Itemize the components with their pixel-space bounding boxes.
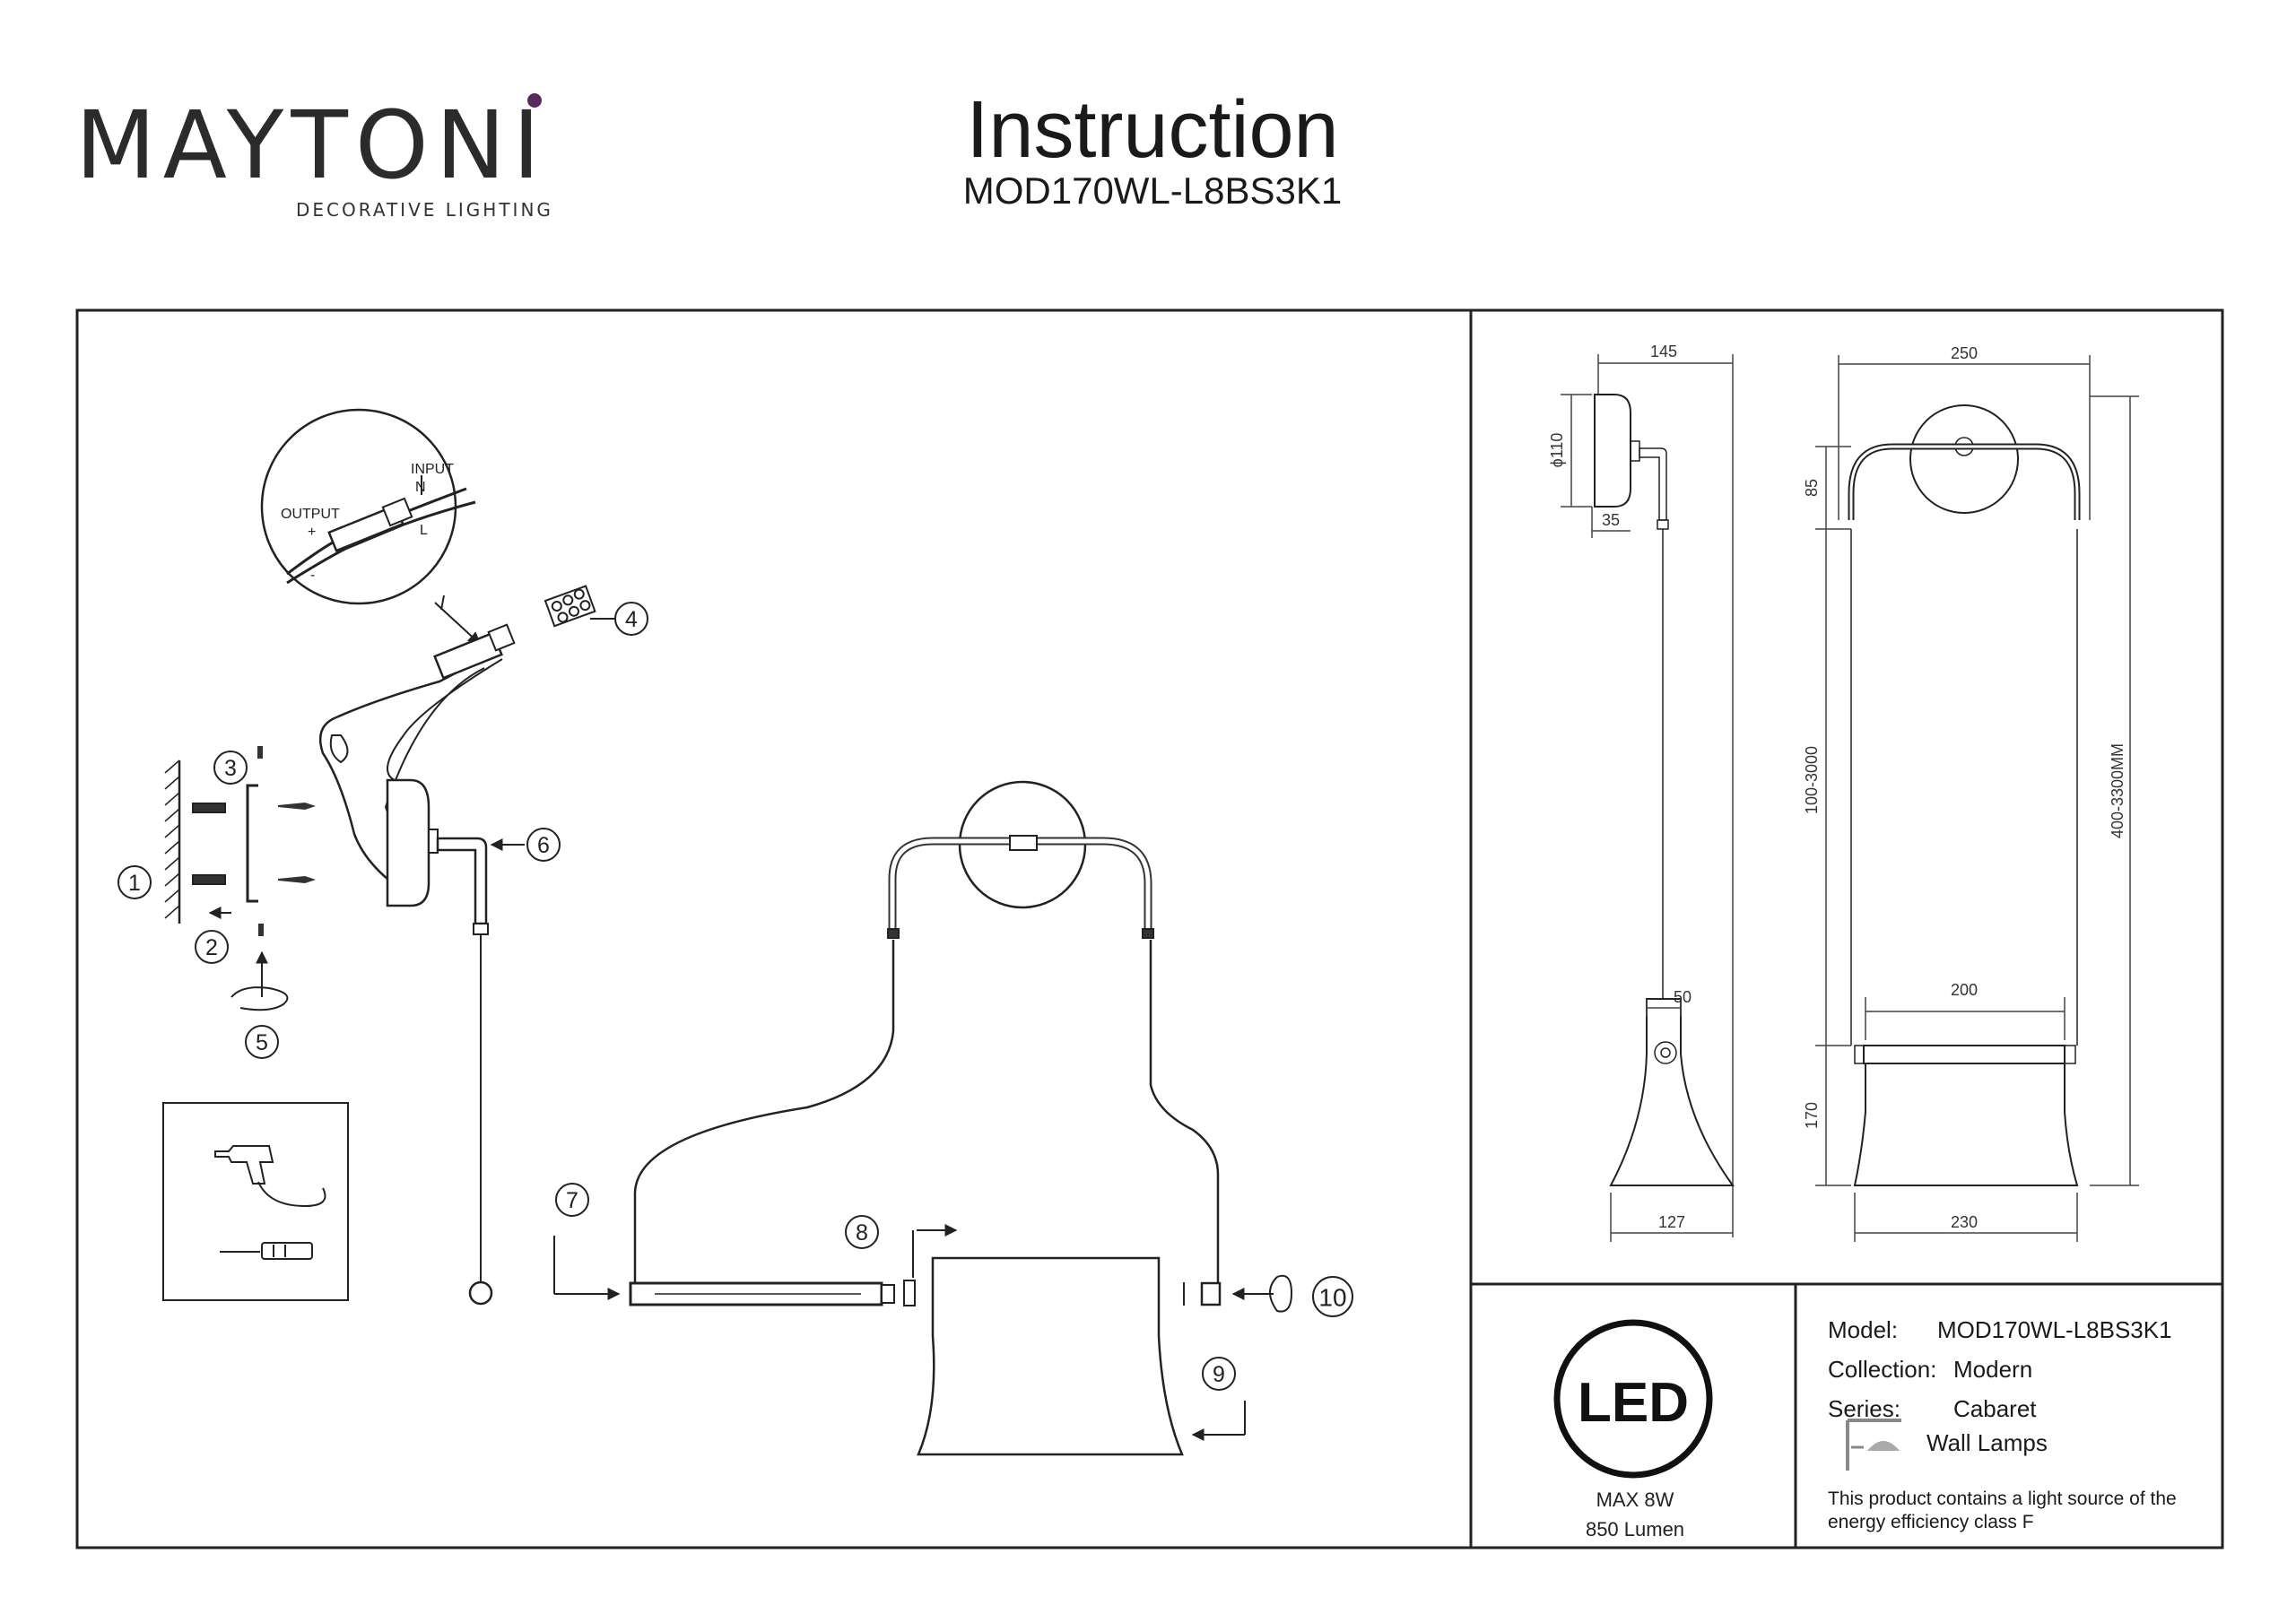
model-value: MOD170WL-L8BS3K1 <box>1937 1316 2172 1343</box>
led-badge-text: LED <box>1578 1372 1689 1434</box>
step-callout-1 <box>117 865 152 899</box>
plus-label: + <box>308 525 316 540</box>
front-view-drawing <box>1815 355 2139 1242</box>
wall-dowel <box>192 803 226 885</box>
step-number: 1 <box>128 871 141 896</box>
brand-tagline: DECORATIVE LIGHTING <box>296 199 553 221</box>
logo-dot <box>527 93 542 108</box>
step-callout-5 <box>245 1025 279 1059</box>
tools-box <box>162 1102 349 1301</box>
dim-shade-width: 230 <box>1951 1213 1978 1231</box>
step-callout-9 <box>1202 1357 1236 1391</box>
mounting-bracket <box>246 784 258 903</box>
wiring-detail <box>162 408 1293 1456</box>
step-callout-7 <box>555 1183 589 1217</box>
live-label: L <box>420 523 428 538</box>
brand-logo: MAYTONI <box>75 91 548 200</box>
product-type: Wall Lamps <box>1926 1429 2048 1456</box>
step-callout-4 <box>614 602 648 636</box>
dim-bar-length: 200 <box>1951 981 1978 999</box>
step-number: 4 <box>625 607 638 632</box>
step-number: 10 <box>1318 1284 1346 1312</box>
led-badge-icon <box>1553 1319 1713 1479</box>
step-number: 8 <box>856 1220 868 1245</box>
step-callout-2 <box>195 930 229 964</box>
step-number: 3 <box>224 756 237 781</box>
dim-diameter: ϕ110 <box>1548 433 1566 468</box>
dim-width: 250 <box>1951 344 1978 362</box>
dim-arm-height: 85 <box>1803 479 1821 497</box>
step-callout-6 <box>526 828 561 862</box>
side-view-drawing <box>1561 354 1735 1242</box>
series-value: Cabaret <box>1953 1395 2037 1422</box>
collection-value: Modern <box>1953 1356 2033 1383</box>
dim-offset: 35 <box>1602 511 1620 529</box>
step-callout-10 <box>1312 1276 1353 1317</box>
lamp-shade <box>917 1256 1184 1456</box>
drill-icon <box>214 1145 326 1208</box>
dim-shade-top: 50 <box>1674 988 1692 1006</box>
screw-icon <box>257 746 316 936</box>
power-rating: MAX 8W <box>1596 1488 1674 1511</box>
screwdriver-icon <box>220 1242 313 1260</box>
lumen-rating: 850 Lumen <box>1586 1518 1684 1541</box>
step-callout-3 <box>213 751 248 785</box>
output-label: OUTPUT <box>281 507 340 522</box>
page-title: Instruction <box>966 85 1339 175</box>
energy-note-line-1: This product contains a light source of … <box>1828 1488 2177 1509</box>
step-number: 6 <box>537 833 550 858</box>
input-label: INPUT <box>411 462 454 477</box>
dim-total-height: 400-3300MM <box>2109 743 2126 838</box>
step-number: 7 <box>566 1188 578 1213</box>
collection-label: Collection: <box>1828 1356 1937 1383</box>
dim-shade-bottom: 127 <box>1658 1213 1685 1231</box>
minus-label: - <box>310 568 315 583</box>
shade-front <box>1853 1063 2079 1186</box>
model-code: MOD170WL-L8BS3K1 <box>962 169 1343 212</box>
step-number: 2 <box>205 935 218 960</box>
dim-shade-height: 170 <box>1803 1102 1821 1129</box>
neutral-label: N <box>415 480 426 495</box>
dim-cable-length: 100-3000 <box>1803 746 1821 814</box>
dim-depth: 145 <box>1650 343 1677 360</box>
shade-side <box>1609 998 1735 1186</box>
outer-frame <box>75 308 2224 1549</box>
series-label: Series: <box>1828 1395 1900 1422</box>
step-callout-8 <box>845 1215 879 1249</box>
step-number: 5 <box>256 1030 268 1055</box>
wall-plate <box>386 778 430 907</box>
step-number: 9 <box>1213 1362 1225 1387</box>
wall-lamp-icon <box>1846 1419 1901 1471</box>
model-label: Model: <box>1828 1316 1899 1343</box>
energy-note-line-2: energy efficiency class F <box>1828 1512 2034 1532</box>
